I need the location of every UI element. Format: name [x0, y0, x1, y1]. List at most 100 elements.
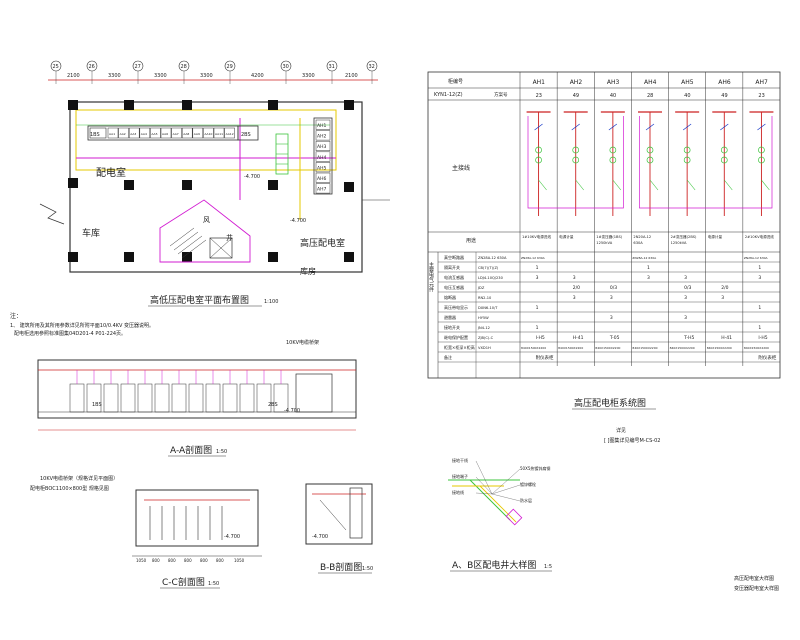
- table-cell: 3: [610, 315, 613, 321]
- detail-title: A、B区配电井大样图: [452, 559, 536, 571]
- plan-hv-panel: [315, 172, 331, 183]
- table-use-cell: 1#变压器(1BS): [596, 234, 622, 239]
- plan-low-panel: [139, 127, 151, 139]
- table-use-cell: 2#变压器(2BS): [671, 234, 697, 239]
- plan-axis-label: 25: [53, 64, 59, 70]
- plan-top-dim: 2100: [345, 73, 358, 79]
- detail-scale: 1:5: [544, 564, 552, 570]
- wiring-switch: [757, 123, 766, 131]
- table-row-model: ZN28A-12 630A: [478, 256, 507, 260]
- section-cc-title: C-C剖面图: [162, 576, 205, 588]
- plan-axis-label: 27: [135, 64, 141, 70]
- section-bb-title: B-B剖面图: [320, 561, 362, 573]
- plan-low-panel: [203, 127, 214, 139]
- plan-low-panel-label: AA12: [226, 132, 234, 136]
- table-row-use: 用途: [466, 237, 476, 244]
- table-cell: 附仪表柜: [536, 354, 554, 361]
- table-row-model: ZJB(C)-C: [478, 336, 494, 340]
- table-cell: 附仪表柜: [758, 354, 776, 361]
- table-row-name: 电压互感器: [444, 284, 464, 290]
- plan-room-store: 库房: [300, 266, 316, 276]
- table-row-name: 备注: [444, 354, 452, 360]
- table-cell: 840X1500X2200: [670, 346, 695, 350]
- wiring-ct: [758, 156, 765, 164]
- table-main-wiring: [526, 111, 774, 216]
- plan-hv-panel-label: AH6: [317, 176, 326, 182]
- table-cell: 840X1500X2200: [558, 346, 583, 350]
- wiring-ct: [720, 146, 728, 154]
- plan-low-panel: [118, 127, 129, 139]
- table-cell: 1: [758, 325, 761, 331]
- plan-low-panel: [213, 127, 225, 139]
- plan-low-panel-label: AA11: [215, 132, 223, 136]
- table-row-main: 主接线: [452, 164, 470, 172]
- table-cell: H-41: [721, 335, 732, 341]
- plan-low-panel-label: AA4: [141, 132, 147, 136]
- section-cc-elev: -4.700: [224, 534, 240, 540]
- wiring-ct: [572, 156, 580, 164]
- detail-callout: 50X5热镀锌扁钢: [520, 465, 550, 471]
- notes-line-2: 配电柜选用参照标准图集04D201-4 P01-224页。: [14, 330, 126, 337]
- table-column-lines: [556, 72, 744, 366]
- wiring-switch: [571, 123, 580, 131]
- plan-hv-panel: [315, 183, 331, 194]
- wiring-ct: [609, 156, 617, 164]
- wiring-branch: [686, 179, 696, 191]
- plan-hv-panel-label: AH7: [317, 187, 326, 193]
- table-row-name: 继电保护配置: [444, 334, 468, 340]
- section-aa-label-1bs: 1BS: [92, 402, 102, 408]
- titleblock-line-1: 高压配电室大样图: [734, 575, 774, 582]
- table-title: 高压配电柜系统图: [574, 397, 646, 409]
- table-use-cell: 电源计量: [559, 234, 574, 239]
- plan-room-high: 高压配电室: [300, 237, 345, 249]
- plan-hv-panel: [315, 130, 331, 141]
- section-cc-dim: 800: [152, 558, 160, 563]
- plan-top-dim: 3300: [200, 73, 213, 79]
- table-cabinet-no: AH7: [755, 79, 768, 86]
- table-row-name: 柜宽×柜深×柜高: [444, 344, 475, 350]
- wiring-ct: [646, 146, 654, 154]
- table-cell: T-05: [609, 335, 620, 341]
- section-aa-panels: [69, 370, 289, 413]
- table-use-cell: 电源计量: [708, 234, 723, 239]
- table-scheme-no: 49: [573, 93, 579, 99]
- titleblock-line-2: 变压器配电室大样图: [734, 585, 779, 592]
- table-row-model: JN4-12: [477, 326, 490, 330]
- wiring-switch: [645, 123, 655, 131]
- plan-low-panel-label: AA7: [173, 132, 179, 136]
- wiring-ct: [646, 156, 654, 164]
- table-cabinet-no: AH4: [644, 79, 657, 86]
- plan-low-panel-label: AA1: [109, 132, 115, 136]
- section-cc-dim: 800: [216, 558, 224, 563]
- table-cell: 1: [758, 305, 761, 311]
- table-cell: 3: [573, 295, 576, 301]
- wiring-ct: [683, 156, 691, 164]
- plan-axis-label: 31: [329, 64, 335, 70]
- wiring-bus-a: [527, 116, 624, 209]
- plan-elev-b: -4.700: [290, 218, 306, 224]
- table-scheme-no: 40: [610, 93, 616, 99]
- wiring-ct: [683, 146, 691, 154]
- plan-axis-label: 30: [283, 64, 289, 70]
- table-scheme-no: 23: [536, 93, 542, 99]
- wiring-ct: [572, 146, 580, 154]
- table-use-cell: 2N20A-12: [633, 235, 651, 239]
- plan-axis-label: 32: [369, 64, 375, 70]
- table-cell: 840X1500X2200: [595, 346, 620, 350]
- plan-hv-panel: [315, 119, 331, 130]
- plan-low-panel: [107, 127, 119, 139]
- wiring-switch: [682, 123, 692, 131]
- table-cell: T-H5: [683, 335, 694, 341]
- table-header-no: 柜编号: [448, 78, 463, 85]
- table-scheme-no: 23: [758, 93, 764, 99]
- plan-low-panel-label: AA3: [130, 132, 136, 136]
- wiring-switch: [720, 123, 729, 131]
- table-cell: ZN28A-12 630A: [744, 256, 769, 260]
- table-cell: 3: [684, 295, 687, 301]
- wiring-branch: [761, 179, 770, 191]
- table-row-model: HY5W: [478, 316, 489, 320]
